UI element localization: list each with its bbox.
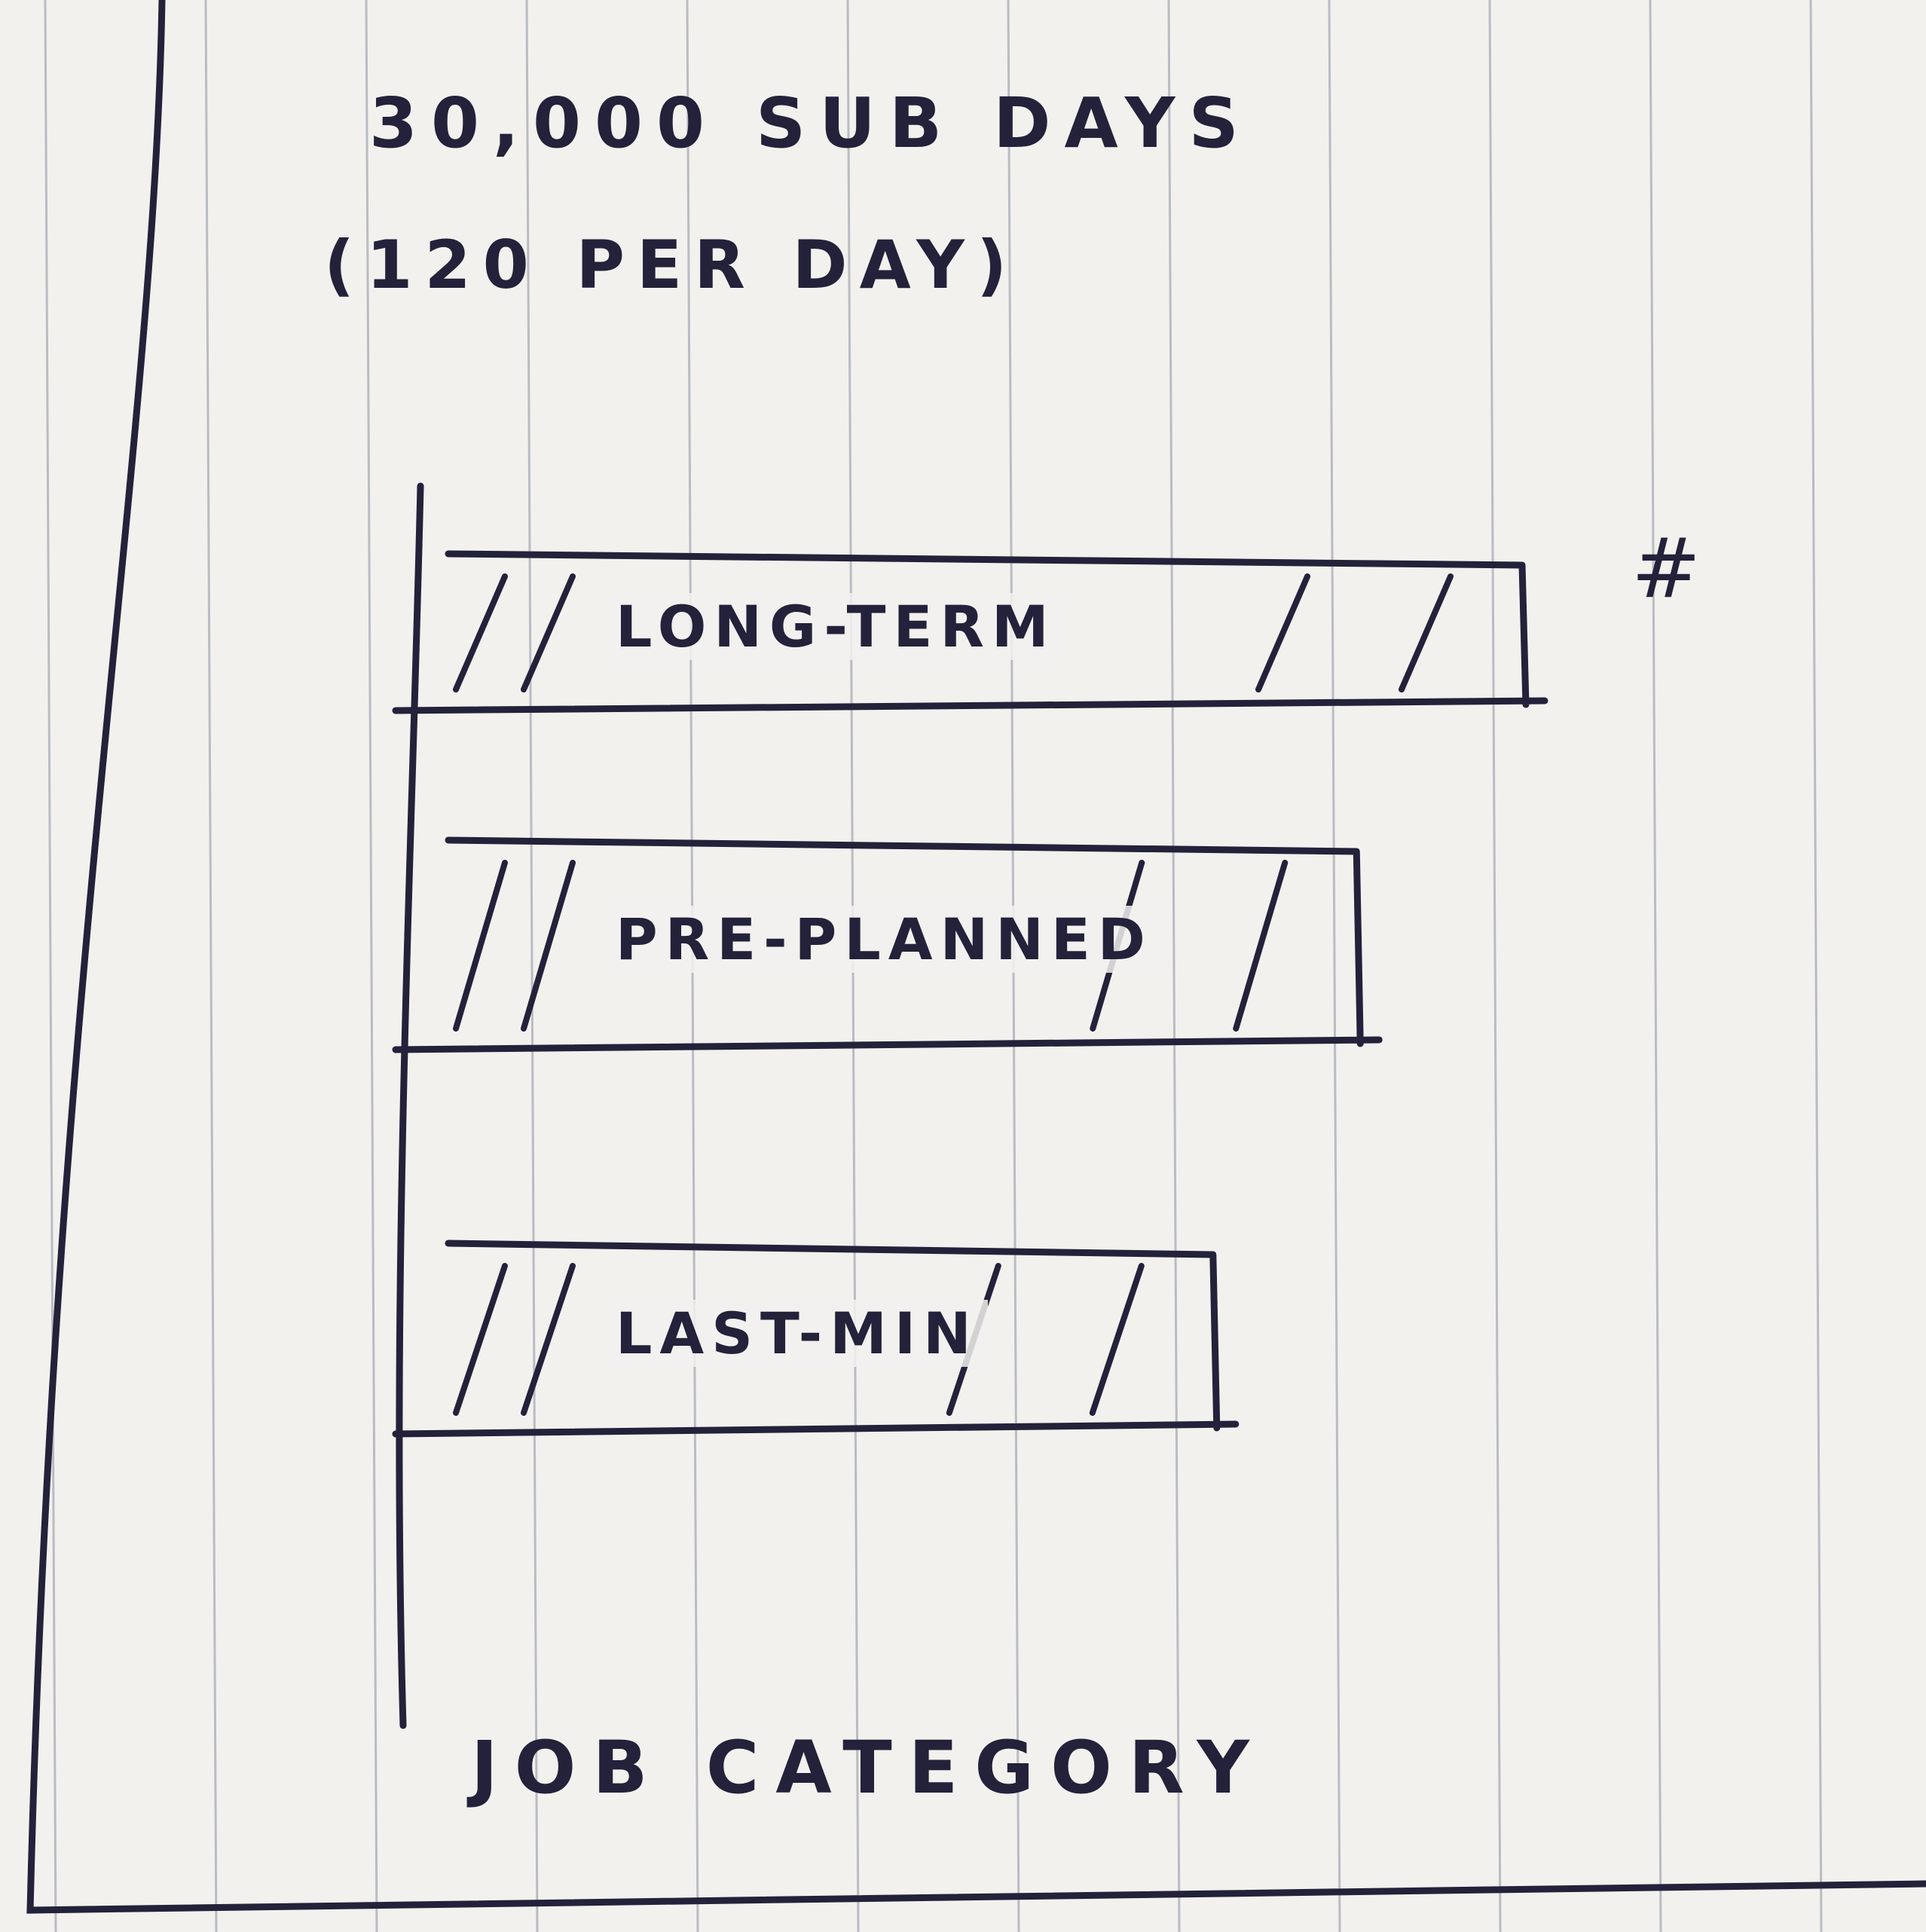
y-axis-label: JOB CATEGORY xyxy=(471,1726,1266,1810)
bar-hatch xyxy=(521,1263,576,1416)
notebook-rule xyxy=(365,0,378,1932)
bar-label-last-min: LAST-MIN xyxy=(607,1299,988,1367)
page-frame xyxy=(26,0,1926,1914)
bar-hatch xyxy=(1255,573,1310,692)
bar-label-pre-planned: PRE-PLANNED xyxy=(607,906,1162,973)
bar-hatch xyxy=(521,573,576,692)
bar-last-min xyxy=(392,1240,1240,1438)
bar-hatch xyxy=(1233,860,1289,1032)
x-axis-label: # xyxy=(1631,520,1701,616)
notebook-rule xyxy=(44,0,57,1932)
bar-hatch xyxy=(453,1263,508,1416)
bar-hatch xyxy=(1089,1263,1145,1416)
bar-label-long-term: LONG-TERM xyxy=(607,593,1065,660)
bar-pre-planned xyxy=(392,836,1383,1053)
notebook-rule xyxy=(1809,0,1823,1932)
bar-hatch xyxy=(453,573,508,692)
chart-subtitle: (120 PER DAY) xyxy=(324,226,1020,304)
bar-hatch xyxy=(453,860,508,1032)
notebook-rule xyxy=(525,0,539,1932)
notebook-rule xyxy=(1649,0,1662,1932)
chart-title: 30,000 SUB DAYS xyxy=(369,83,1252,164)
notebook-rule xyxy=(1488,0,1502,1932)
notebook-rule xyxy=(1328,0,1341,1932)
bar-hatch xyxy=(521,860,576,1032)
notebook-rule xyxy=(204,0,218,1932)
bar-hatch xyxy=(1399,573,1454,692)
bar-long-term xyxy=(392,550,1548,714)
y-axis-line xyxy=(396,482,424,1729)
notebook-rule xyxy=(1167,0,1181,1932)
